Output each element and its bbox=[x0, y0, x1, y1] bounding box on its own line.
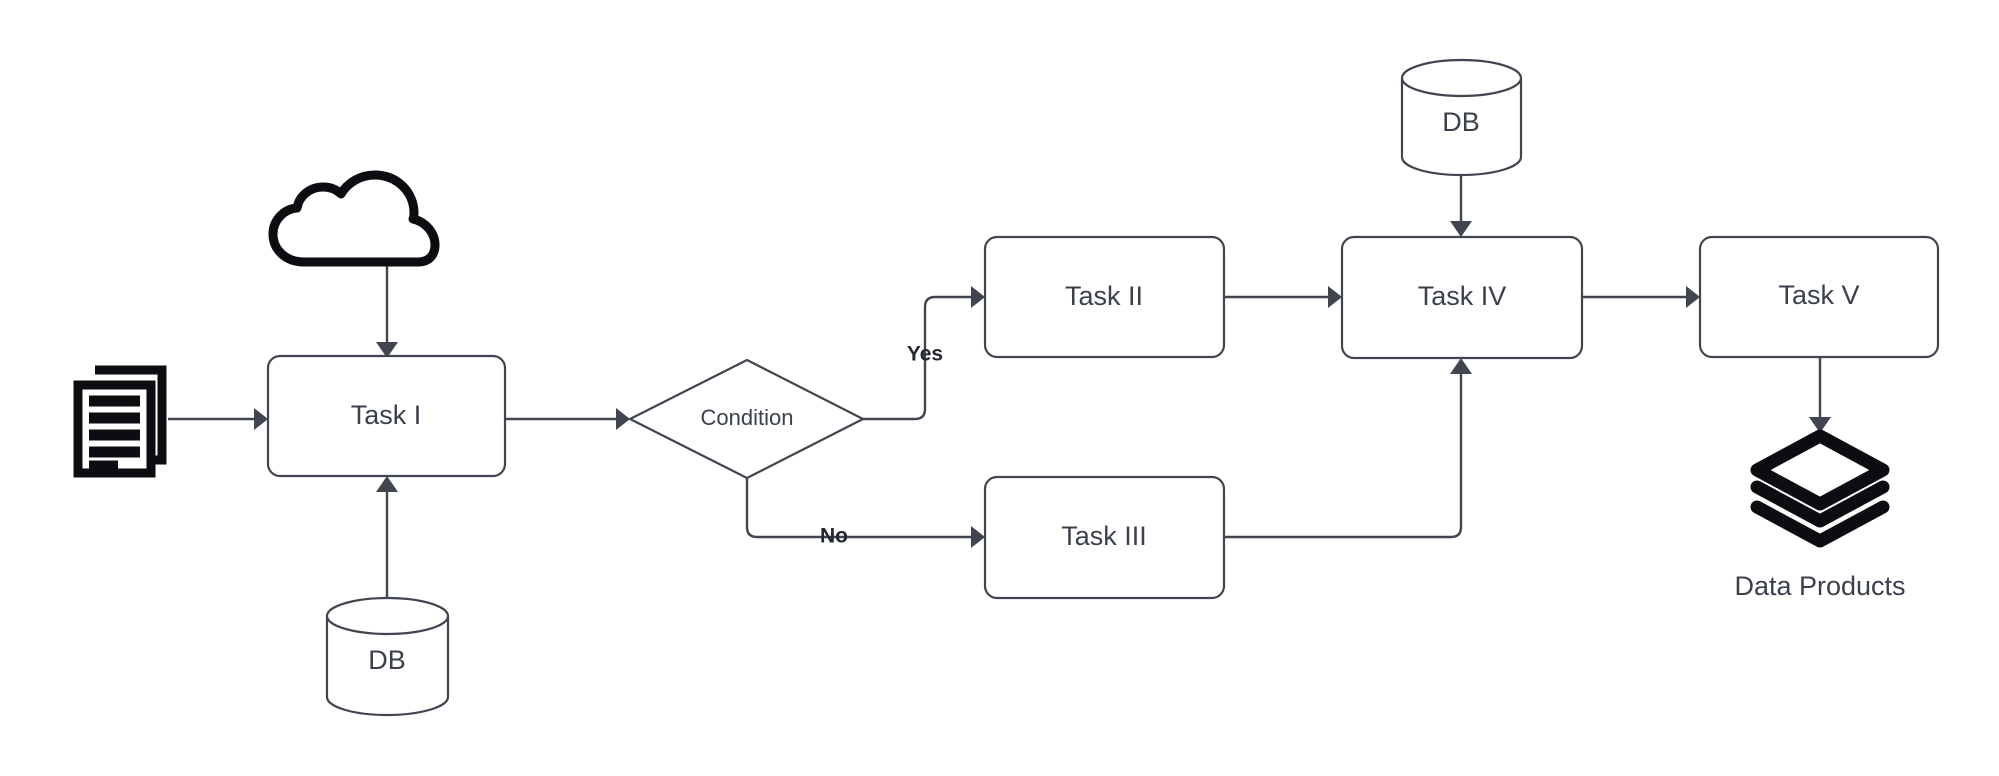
node-task-5[interactable]: Task V bbox=[1698, 235, 1940, 359]
documents-icon bbox=[73, 365, 167, 478]
edge-task2-to-task4 bbox=[1224, 286, 1342, 308]
edge-condition-no-to-task3 bbox=[745, 478, 985, 548]
node-task-5-label: Task V bbox=[1778, 280, 1859, 310]
edge-documents-to-task1 bbox=[168, 408, 268, 430]
edge-task1-to-condition bbox=[505, 408, 630, 430]
node-task-4-label: Task IV bbox=[1418, 281, 1507, 311]
node-task-2[interactable]: Task II bbox=[983, 235, 1226, 359]
edge-task5-to-data-products bbox=[1809, 357, 1831, 433]
node-condition-label: Condition bbox=[701, 405, 794, 430]
node-task-1-label: Task I bbox=[351, 400, 422, 430]
layers-icon bbox=[1750, 429, 1890, 548]
node-task-4[interactable]: Task IV bbox=[1340, 235, 1584, 360]
cloud-icon bbox=[268, 170, 440, 267]
edge-label-no: No bbox=[820, 525, 848, 548]
node-task-1[interactable]: Task I bbox=[266, 354, 507, 478]
edge-db-left-to-task1 bbox=[376, 476, 398, 598]
edge-db-top-to-task4 bbox=[1450, 175, 1472, 237]
db-top-cylinder[interactable]: DB bbox=[1400, 58, 1523, 177]
edge-task4-to-task5 bbox=[1582, 286, 1700, 308]
edge-task3-to-task4 bbox=[1224, 358, 1472, 539]
edge-condition-yes-to-task2 bbox=[863, 286, 985, 421]
node-task-2-label: Task II bbox=[1065, 281, 1143, 311]
data-products-caption: Data Products bbox=[1734, 571, 1905, 601]
db-left-cylinder[interactable]: DB bbox=[325, 596, 450, 717]
edge-label-yes: Yes bbox=[907, 343, 943, 366]
node-condition[interactable]: Condition bbox=[627, 358, 866, 480]
db-top-label: DB bbox=[1442, 107, 1480, 137]
node-task-3-label: Task III bbox=[1061, 521, 1147, 551]
db-left-label: DB bbox=[368, 645, 406, 675]
node-task-3[interactable]: Task III bbox=[983, 475, 1226, 600]
